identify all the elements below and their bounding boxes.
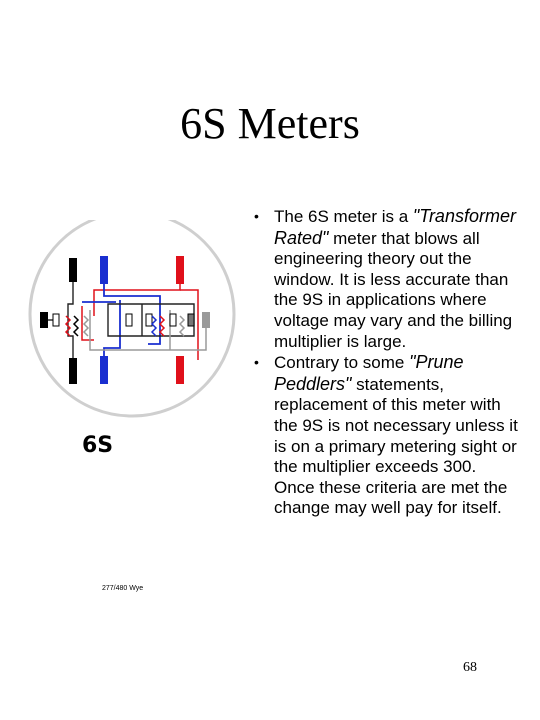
terminal-2: [125, 313, 133, 327]
bullet-list: • The 6S meter is a "Transformer Rated" …: [250, 206, 520, 519]
coil-right-red: [158, 315, 166, 337]
bullet-text: statements, replacement of this meter wi…: [274, 374, 518, 518]
coil-left-red: [64, 315, 72, 337]
coil-left-gray: [82, 315, 90, 337]
blade-red-bottom: [176, 356, 184, 384]
meter-wiring-diagram: 6S 277/480 Wye: [28, 220, 236, 592]
blade-black-bottom: [69, 358, 77, 384]
terminal-3: [145, 313, 153, 327]
blade-black-top: [69, 258, 77, 282]
bullet-item: • The 6S meter is a "Transformer Rated" …: [250, 206, 520, 352]
blue-wiring: [82, 284, 161, 356]
bullet-emphasis: "Transformer Rated": [274, 206, 516, 248]
terminal-4: [169, 313, 177, 327]
service-caption: 277/480 Wye: [102, 585, 143, 592]
coil-left-black: [72, 315, 80, 337]
blade-gray-right: [202, 312, 210, 328]
bullet-text: The 6S meter is a: [274, 207, 413, 226]
blade-blue-bottom: [100, 356, 108, 384]
bullet-text: Contrary to some: [274, 353, 410, 373]
bullet-dot: •: [254, 208, 259, 224]
bullet-item: • Contrary to some "Prune Peddlers" stat…: [250, 352, 520, 519]
page-number: 68: [463, 660, 477, 675]
bullet-text: meter that blows all engineering theory …: [274, 228, 513, 351]
terminal-5: [187, 313, 195, 327]
meter-form-label: 6S: [82, 433, 113, 458]
terminal-1: [52, 313, 60, 327]
blade-blue-top: [100, 256, 108, 284]
coil-right-blue: [150, 315, 158, 337]
blade-black-left: [40, 312, 48, 328]
blade-red-top: [176, 256, 184, 284]
bullet-emphasis: "Prune Peddlers": [274, 352, 464, 394]
coil-right-gray: [178, 315, 186, 337]
slide-title: 6S Meters: [180, 99, 360, 148]
black-wiring: [48, 282, 195, 358]
bullet-dot: •: [254, 354, 259, 371]
